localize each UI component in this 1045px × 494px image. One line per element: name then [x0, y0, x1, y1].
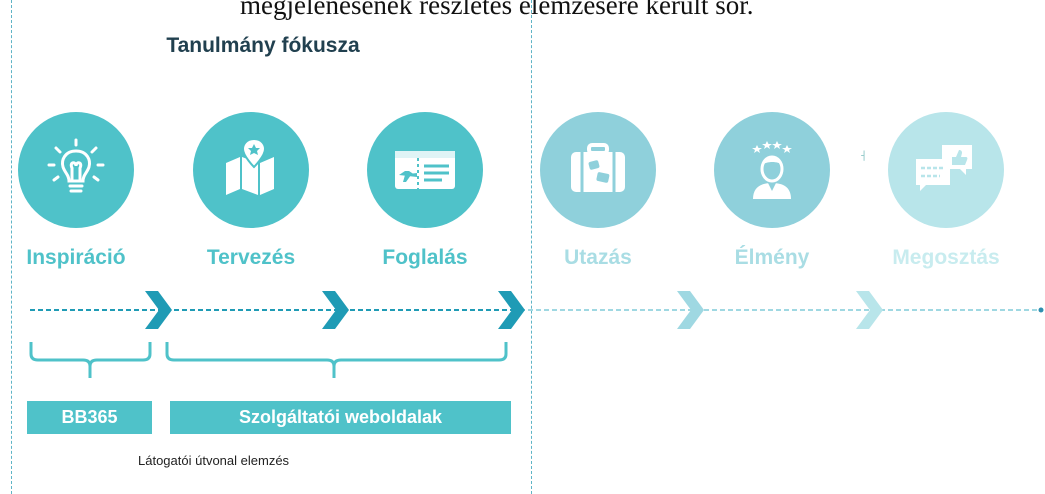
- stage-planning: Tervezés: [181, 112, 321, 270]
- stage-circle: [540, 112, 656, 228]
- group-label-provider-sites: Szolgáltatói weboldalak: [170, 401, 511, 434]
- stage-label: Utazás: [564, 246, 632, 269]
- map-pin-icon: [226, 137, 274, 195]
- stage-circle: [193, 112, 309, 228]
- group-label-bb365: BB365: [27, 401, 152, 434]
- chat-thumbsup-icon: [916, 145, 972, 191]
- stage-booking: Foglalás: [355, 112, 495, 270]
- journey-timeline: [30, 291, 1044, 329]
- analysis-note: Látogatói útvonal elemzés: [138, 453, 290, 468]
- caption-text: megjelenésének részletes elemzésére kerü…: [240, 0, 754, 20]
- stage-experience: Élmény: [702, 112, 842, 270]
- lightbulb-icon: [47, 138, 105, 193]
- study-focus-frame: [11, 0, 532, 494]
- stage-travel: Utazás: [528, 112, 668, 270]
- bracket-provider-sites: [165, 342, 508, 378]
- stage-label: Tervezés: [206, 246, 296, 269]
- stage-circle: [367, 112, 483, 228]
- stage-circle: [714, 112, 830, 228]
- stage-circle: [18, 112, 134, 228]
- chevron-right-icon: [322, 291, 349, 329]
- stage-inspiration: Inspiráció: [6, 112, 146, 270]
- stage-label: Megosztás: [892, 246, 1000, 269]
- chevron-right-icon: [145, 291, 172, 329]
- chevron-right-icon: [677, 291, 704, 329]
- person-stars-icon: [752, 141, 792, 199]
- stray-mark: ˧: [860, 148, 866, 165]
- stage-circle: [888, 112, 1004, 228]
- stage-sharing: Megosztás: [876, 112, 1016, 270]
- stage-label: Élmény: [734, 246, 810, 269]
- stage-label: Inspiráció: [26, 246, 126, 269]
- chevron-right-icon: [856, 291, 883, 329]
- bracket-bb365: [29, 342, 152, 378]
- chevron-right-icon: [498, 291, 525, 329]
- ticket-icon: [395, 151, 455, 189]
- stage-label: Foglalás: [382, 246, 468, 269]
- focus-title: Tanulmány fókusza: [166, 34, 360, 57]
- suitcase-icon: [571, 143, 625, 192]
